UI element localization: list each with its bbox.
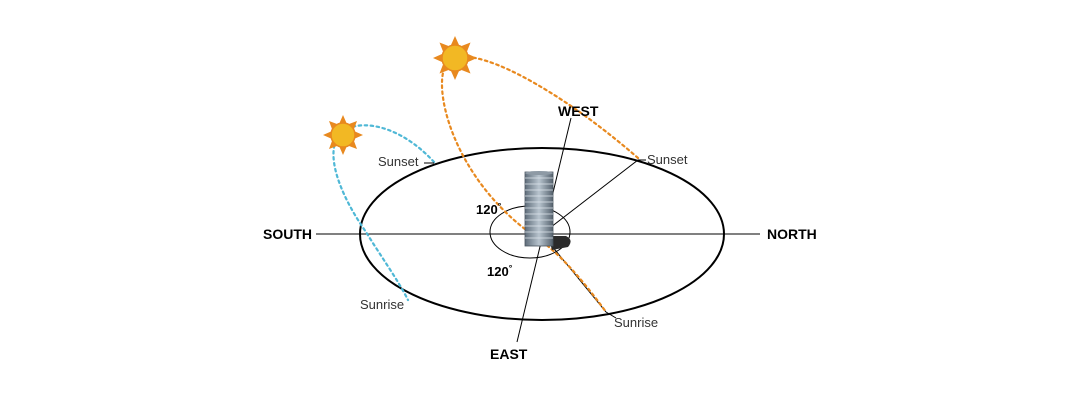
building-icon bbox=[524, 171, 571, 250]
west-label: WEST bbox=[558, 103, 599, 119]
winter-sunrise-label: Sunrise bbox=[360, 297, 404, 312]
east-label: EAST bbox=[490, 346, 528, 362]
degree-symbol: ° bbox=[509, 263, 513, 273]
upper-angle-value: 120 bbox=[476, 202, 498, 217]
summer-sun-path bbox=[440, 55, 640, 314]
winter-sun-path bbox=[332, 124, 436, 302]
lower-angle-label: 120° bbox=[487, 263, 513, 279]
winter-sunset-label: Sunset bbox=[378, 154, 419, 169]
sun-icon bbox=[433, 36, 477, 80]
summer-sunset-label: Sunset bbox=[647, 152, 688, 167]
summer-sunrise-label: Sunrise bbox=[614, 315, 658, 330]
sunrise-label-leader bbox=[605, 311, 617, 319]
sun-icon bbox=[323, 115, 363, 155]
south-label: SOUTH bbox=[263, 226, 312, 242]
lower-angle-value: 120 bbox=[487, 264, 509, 279]
upper-angle-label: 120° bbox=[476, 201, 502, 217]
degree-symbol: ° bbox=[498, 201, 502, 211]
north-label: NORTH bbox=[767, 226, 817, 242]
summer-sunset-direction-line bbox=[541, 159, 639, 235]
